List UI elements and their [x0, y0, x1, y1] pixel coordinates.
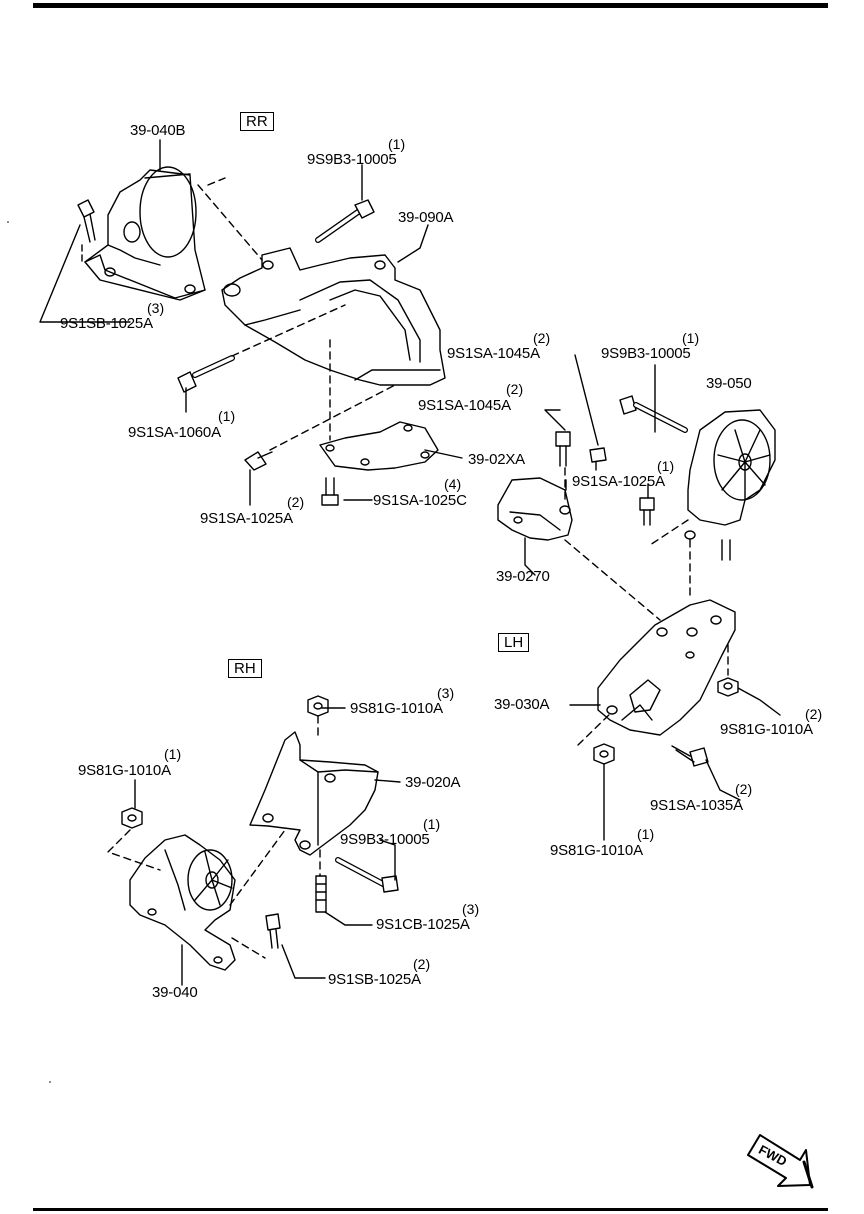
callout-qty-c23: (3)	[462, 901, 480, 917]
bolt-9s9b3-lh	[619, 395, 688, 433]
bolt-9s1sa-1025a-rr	[244, 451, 273, 471]
section-lh: LH	[498, 633, 530, 652]
callout-qty-c13: (2)	[287, 494, 305, 510]
callout-qty-c22: (1)	[637, 826, 655, 842]
callout-qty-c9: (2)	[506, 381, 524, 397]
section-rh: RH	[228, 659, 262, 678]
callout-qty-c17: (3)	[437, 685, 455, 701]
callout-part-c6: 9S1SA-1045A	[447, 345, 540, 362]
mount-39-040	[129, 834, 236, 971]
callout-part-c9: 9S1SA-1045A	[418, 397, 511, 414]
nut-9s81g-rh-top	[307, 695, 329, 717]
callout-part-c21: 9S1SA-1035A	[650, 797, 743, 814]
callout-part-c24: 9S1SB-1025A	[328, 971, 421, 988]
callout-part-c8: 39-050	[706, 375, 752, 392]
callout-part-c13: 9S1SA-1025A	[200, 510, 293, 527]
bolt-9s1sa-1025a-lh	[639, 497, 655, 526]
callout-qty-c18: (1)	[164, 746, 182, 762]
nut-9s81g-rh-left	[121, 807, 143, 829]
bolt-9s1sb-rr	[77, 199, 96, 243]
bolt-9s9b3-rr	[315, 199, 375, 243]
bottom-rule	[33, 1208, 828, 1211]
callout-part-c2: 9S9B3-10005	[307, 151, 397, 168]
callout-qty-c21: (2)	[735, 781, 753, 797]
bolt-9s1sa-1045a-a	[555, 431, 571, 467]
section-rr: RR	[240, 112, 274, 131]
nut-9s81g-lh-right	[717, 677, 739, 697]
callout-qty-c2: (1)	[388, 136, 406, 152]
callout-part-c1: 39-040B	[130, 122, 186, 139]
callout-qty-c4: (3)	[147, 300, 165, 316]
lh-dash-lines	[564, 467, 729, 746]
rr-mount-39-040b	[84, 166, 206, 301]
callout-qty-c24: (2)	[413, 956, 431, 972]
leader-lines	[39, 139, 781, 986]
nut-9s81g-lh-bottom	[593, 743, 615, 765]
mount-39-050	[684, 409, 776, 561]
rr-dash-lines	[197, 177, 396, 451]
callout-qty-c20: (1)	[423, 816, 441, 832]
callout-part-c4: 9S1SB-1025A	[60, 315, 153, 332]
bolt-9s9b3-rh	[335, 857, 399, 893]
callout-part-c18: 9S81G-1010A	[78, 762, 171, 779]
callout-part-c10: 39-02XA	[468, 451, 525, 468]
callout-part-c25: 39-040	[152, 984, 198, 1001]
callout-part-c15: 39-030A	[494, 696, 550, 713]
callout-qty-c6: (2)	[533, 330, 551, 346]
callout-qty-c16: (2)	[805, 706, 823, 722]
callout-part-c17: 9S81G-1010A	[350, 700, 443, 717]
callout-part-c11: 9S1SA-1025A	[572, 473, 665, 490]
callout-part-c16: 9S81G-1010A	[720, 721, 813, 738]
callout-part-c23: 9S1CB-1025A	[376, 916, 470, 933]
stud-9s1cb-1025a	[315, 875, 327, 913]
bolt-9s1sa-1045a-b	[589, 447, 607, 471]
callout-part-c22: 9S81G-1010A	[550, 842, 643, 859]
fwd-arrow-icon	[747, 1134, 814, 1189]
callout-part-c20: 9S9B3-10005	[340, 831, 430, 848]
callout-part-c19: 39-020A	[405, 774, 461, 791]
bolt-9s1sa-1025c	[321, 477, 339, 506]
bracket-39-030a	[597, 599, 736, 736]
callout-qty-c5: (1)	[218, 408, 236, 424]
callout-part-c3: 39-090A	[398, 209, 454, 226]
callout-part-c7: 9S9B3-10005	[601, 345, 691, 362]
callout-qty-c7: (1)	[682, 330, 700, 346]
callout-part-c14: 39-0270	[496, 568, 550, 585]
top-rule	[33, 3, 828, 8]
bolt-9s1sa-1060a	[177, 355, 235, 393]
callout-part-c12: 9S1SA-1025C	[373, 492, 467, 509]
callout-qty-c12: (4)	[444, 476, 462, 492]
bolt-9s1sa-1035a	[671, 745, 709, 767]
bracket-39-020a	[249, 731, 379, 856]
callout-qty-c11: (1)	[657, 458, 675, 474]
bracket-39-0270	[497, 477, 573, 541]
rr-bracket-39-090a	[221, 247, 446, 386]
bracket-39-02xa	[319, 421, 439, 471]
bolt-9s1sb-rh	[265, 913, 281, 949]
callout-part-c5: 9S1SA-1060A	[128, 424, 221, 441]
rh-dash-lines	[107, 715, 321, 959]
